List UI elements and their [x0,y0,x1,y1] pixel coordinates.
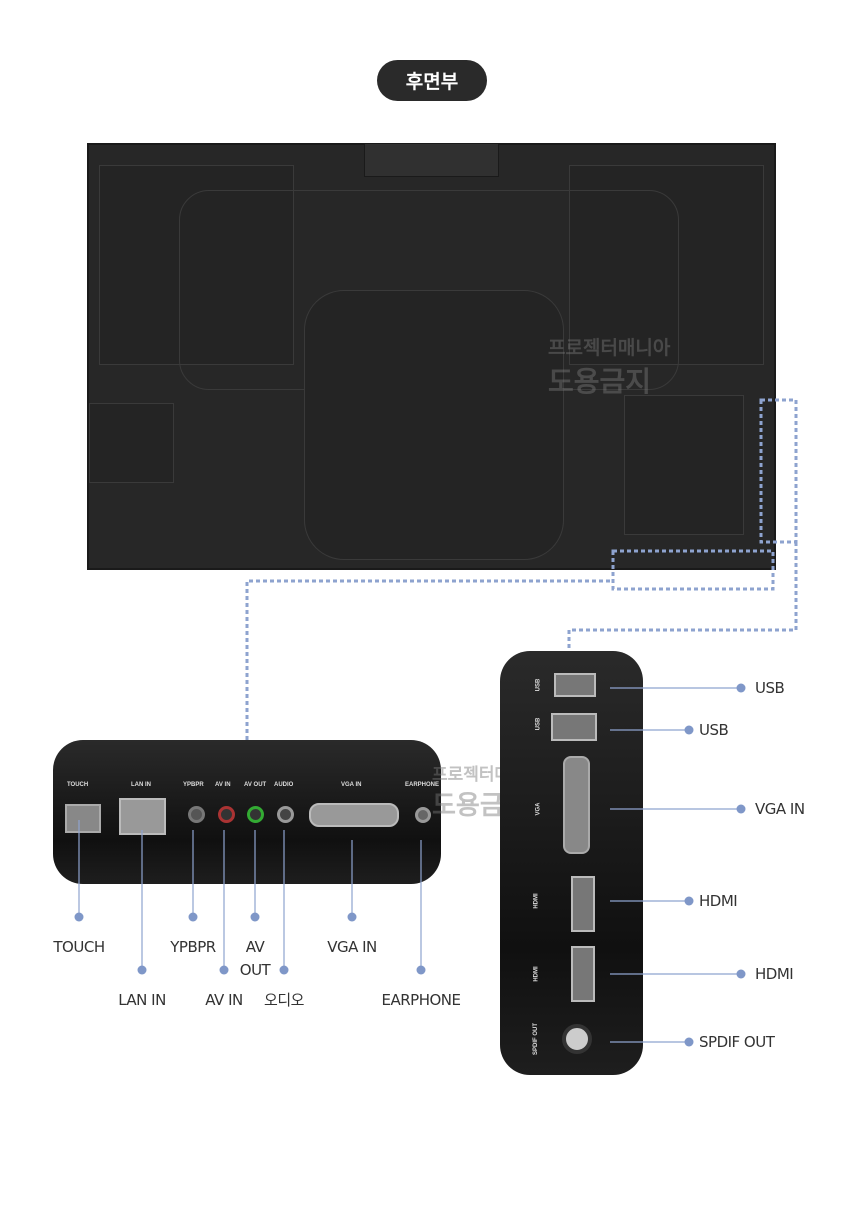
port-label-vga: VGA [535,802,542,816]
callout-dot [684,1037,694,1047]
right-port-panel: USB USB VGA HDMI HDMI SPDIF OUT [500,651,643,1075]
callout-label-av-in: AV IN [205,991,243,1009]
callout-label-earphone: EARPHONE [381,991,462,1009]
port-label-vga-in: VGA IN [341,782,362,788]
callout-label-ypbpr: YPBPR [170,938,216,956]
callout-label-vga-in-right: VGA IN [755,800,805,818]
usb-port [551,713,597,741]
callout-dot [736,683,746,693]
port-label-touch: TOUCH [67,782,89,788]
av-in-jack [218,806,235,823]
port-label-lan-in: LAN IN [131,782,151,788]
port-label-earphone: EARPHONE [405,782,440,788]
usb-port [554,673,596,697]
earphone-jack [415,807,431,823]
callout-dot [736,804,746,814]
port-label-audio: AUDIO [274,782,294,788]
callout-dot [684,725,694,735]
callout-dot [684,896,694,906]
port-label-usb: USB [535,717,542,731]
spdif-port [562,1024,592,1054]
callout-label-spdif-out: SPDIF OUT [699,1033,775,1051]
port-label-hdmi: HDMI [533,966,540,982]
callout-label-usb-2: USB [699,721,729,739]
vga-port [563,756,590,854]
rear-side-module [89,403,174,483]
callout-dot [347,912,357,922]
port-label-av-in: AV IN [215,782,231,788]
rear-vent-panel [624,395,744,535]
port-label-av-out: AV OUT [244,782,267,788]
callout-label-audio: 오디오 [264,991,304,1009]
tv-rear-image [87,143,776,570]
callout-dot [250,912,260,922]
left-port-panel: TOUCH LAN IN YPBPR AV IN AV OUT AUDIO VG… [53,740,441,884]
port-label-usb: USB [535,678,542,692]
callout-dot [416,965,426,975]
usb-b-touch-port [65,804,101,833]
callout-dot [219,965,229,975]
hdmi-port [571,946,595,1002]
callout-label-lan-in: LAN IN [118,991,166,1009]
callout-label-usb-1: USB [755,679,785,697]
lan-port [119,798,166,835]
section-title: 후면부 [405,71,459,93]
port-label-spdif-out: SPDIF OUT [533,1022,540,1056]
av-out-jack [247,806,264,823]
audio-jack [277,806,294,823]
callout-label-hdmi-1: HDMI [699,892,738,910]
vga-port [309,803,399,827]
callout-dot [736,969,746,979]
camera-bracket [364,143,499,177]
callout-dot [74,912,84,922]
callout-dot [188,912,198,922]
port-label-hdmi: HDMI [533,893,540,909]
callout-label-touch: TOUCH [53,938,105,956]
section-title-pill: 후면부 [377,60,487,101]
port-label-ypbpr: YPBPR [183,782,204,788]
rear-center-cover [304,290,564,560]
callout-dot [279,965,289,975]
callout-label-vga-in: VGA IN [327,938,377,956]
hdmi-port [571,876,595,932]
callout-label-hdmi-2: HDMI [755,965,794,983]
ypbpr-jack [188,806,205,823]
callout-dot [137,965,147,975]
